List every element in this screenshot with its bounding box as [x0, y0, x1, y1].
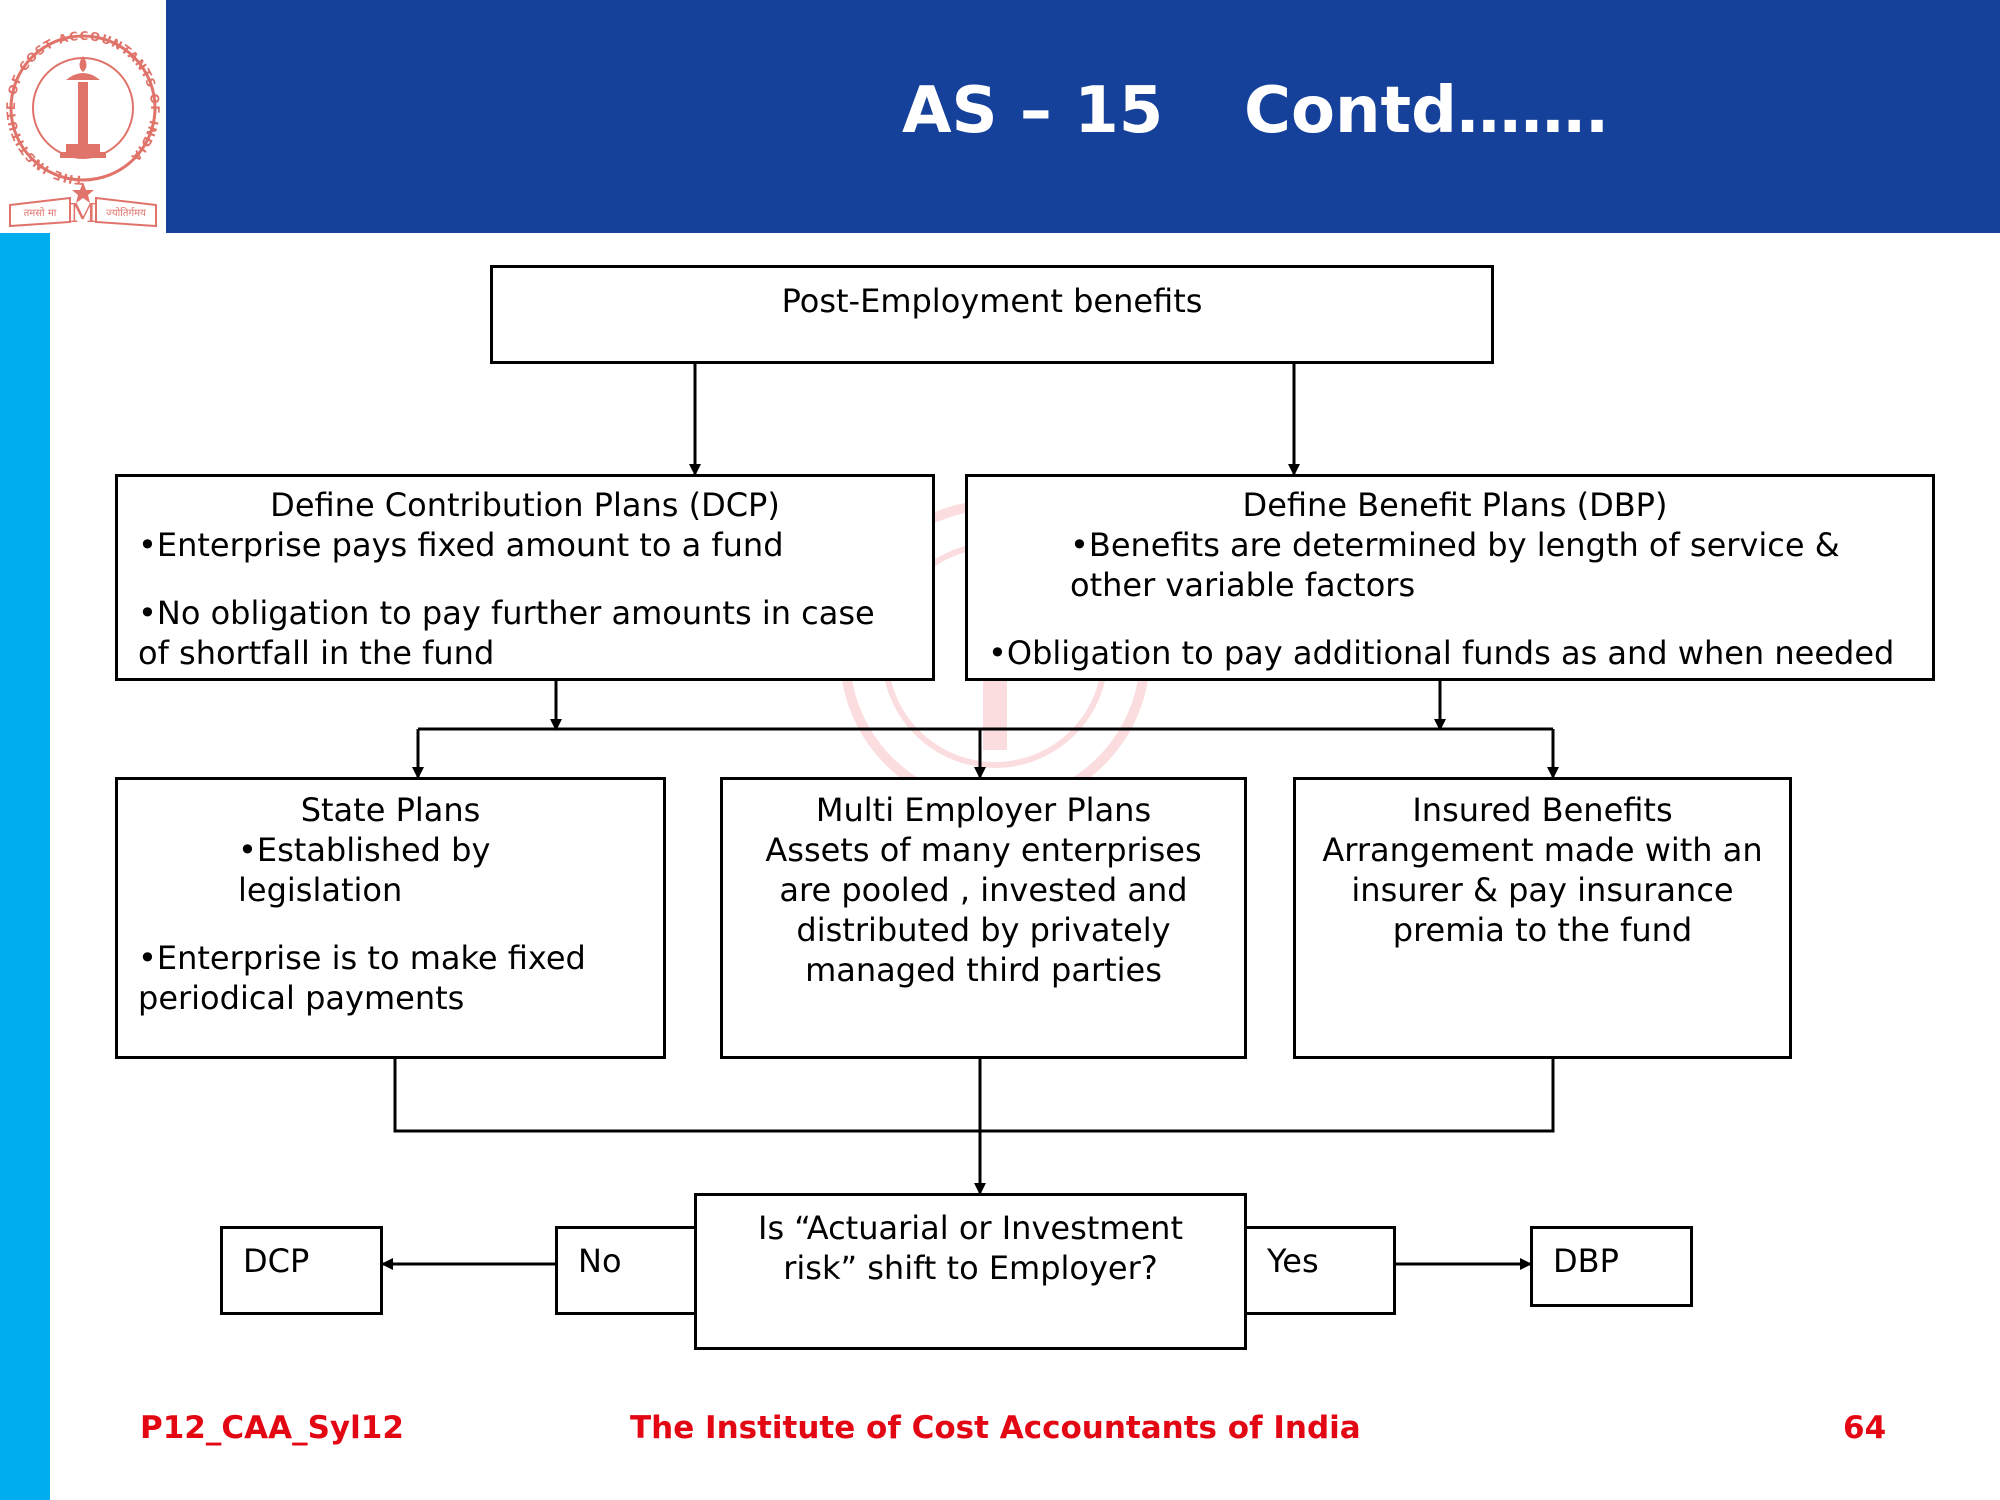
insured-benefits-body: Arrangement made with an insurer & pay i… [1322, 831, 1763, 949]
no-label-box: No [555, 1226, 697, 1315]
svg-text:ज्योतिर्गमय: ज्योतिर्गमय [106, 207, 146, 219]
footer-institute-name: The Institute of Cost Accountants of Ind… [630, 1410, 1361, 1446]
risk-question-box: Is “Actuarial or Investment risk” shift … [694, 1193, 1247, 1350]
footer-course-code: P12_CAA_Syl12 [140, 1410, 404, 1446]
left-accent-bar [0, 233, 50, 1500]
dbp-point-2: •Obligation to pay additional funds as a… [988, 634, 1895, 672]
slide-title-contd: Contd……. [1244, 74, 1610, 148]
logo-seal-icon: THE INSTITUTE OF COST ACCOUNTANTS OF IND… [4, 29, 161, 229]
dcp-point-2: •No obligation to pay further amounts in… [138, 594, 875, 672]
risk-question-text: Is “Actuarial or Investment risk” shift … [758, 1209, 1183, 1287]
slide-title: AS – 15 [902, 74, 1164, 148]
title-banner: AS – 15 Contd……. [166, 0, 2000, 233]
dbp-result-box: DBP [1530, 1226, 1693, 1307]
multi-employer-box: Multi Employer Plans Assets of many ente… [720, 777, 1247, 1059]
svg-text:M: M [70, 199, 97, 229]
state-plans-box: State Plans •Established by legislation … [115, 777, 666, 1059]
state-plans-point-2: •Enterprise is to make fixed periodical … [138, 939, 586, 1017]
dbp-box: Define Benefit Plans (DBP) •Benefits are… [965, 474, 1935, 681]
dbp-point-1: •Benefits are determined by length of se… [1070, 526, 1840, 604]
yes-label-box: Yes [1244, 1226, 1396, 1315]
root-box: Post-Employment benefits [490, 265, 1494, 364]
institute-logo: THE INSTITUTE OF COST ACCOUNTANTS OF IND… [0, 0, 166, 233]
multi-employer-body: Assets of many enterprises are pooled , … [765, 831, 1202, 989]
svg-text:तमसो मा: तमसो मा [24, 207, 57, 219]
multi-employer-title: Multi Employer Plans [815, 791, 1152, 829]
footer-page-number: 64 [1843, 1410, 1887, 1446]
state-plans-point-1: •Established by legislation [238, 831, 491, 909]
dcp-box: Define Contribution Plans (DCP) •Enterpr… [115, 474, 935, 681]
dcp-title: Define Contribution Plans (DCP) [270, 486, 780, 524]
dcp-point-1: •Enterprise pays fixed amount to a fund [138, 526, 784, 564]
insured-benefits-box: Insured Benefits Arrangement made with a… [1293, 777, 1792, 1059]
insured-benefits-title: Insured Benefits [1412, 791, 1673, 829]
dcp-result-box: DCP [220, 1226, 383, 1315]
state-plans-title: State Plans [300, 791, 481, 829]
connector-bottom-join [393, 1059, 1555, 1133]
dbp-title: Define Benefit Plans (DBP) [1242, 486, 1668, 524]
